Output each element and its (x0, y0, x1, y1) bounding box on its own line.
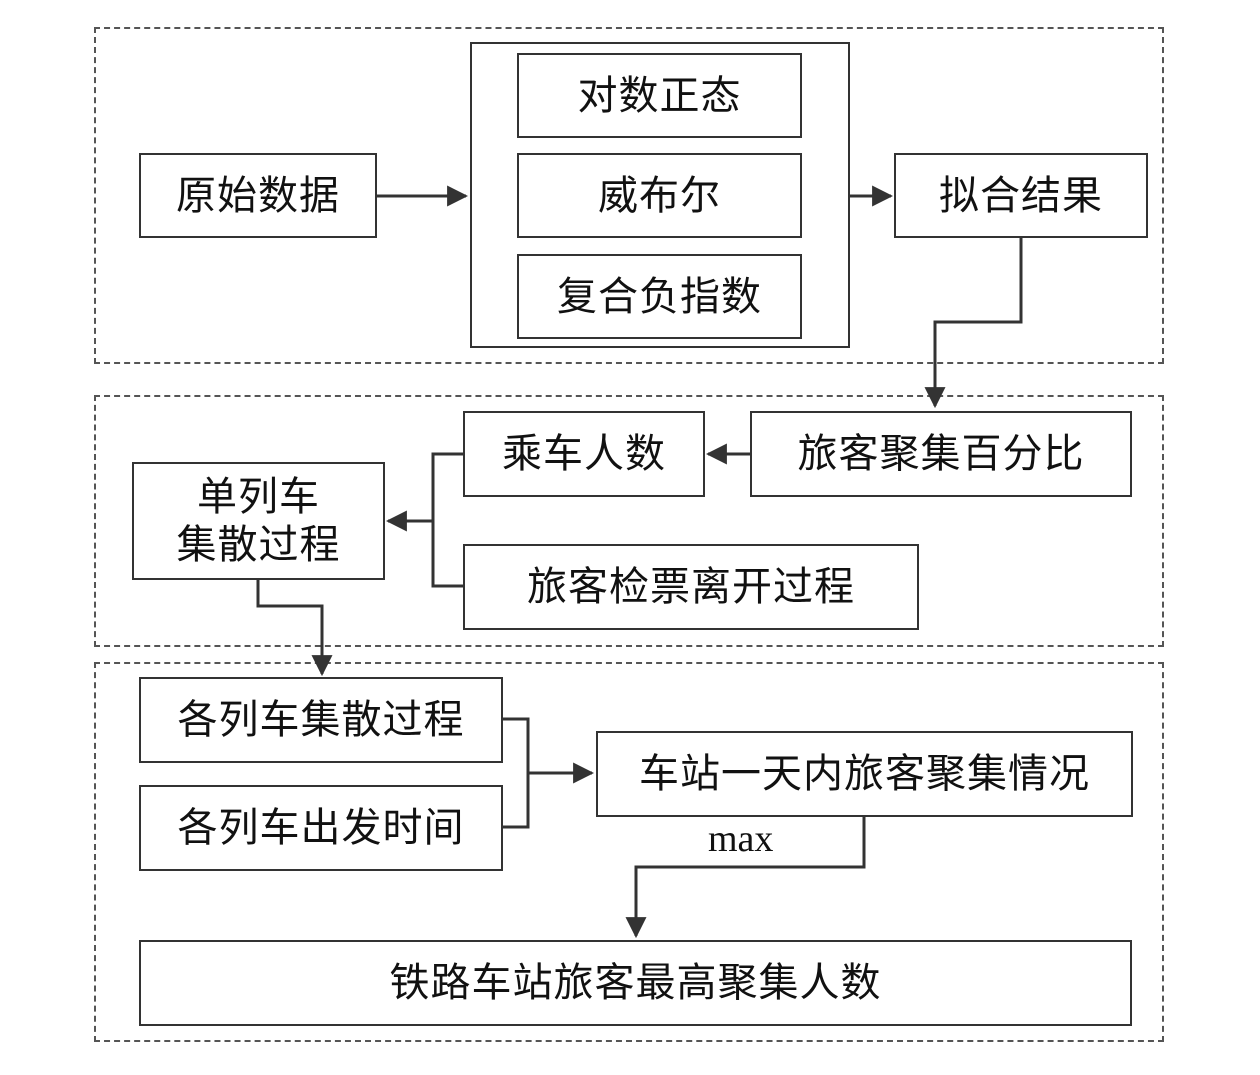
section-fitting (94, 27, 1164, 364)
source-data-box: 原始数据 (139, 153, 377, 238)
single-train-label-line2: 集散过程 (176, 522, 341, 568)
method-lognormal-box: 对数正态 (517, 53, 802, 138)
gathering-percentage-box: 旅客聚集百分比 (750, 411, 1132, 497)
arrow-result-to-percentage (924, 238, 1023, 409)
max-label: max (708, 818, 774, 860)
arrow-single-train-to-all-trains (256, 580, 333, 677)
distribution-methods-group (470, 42, 850, 348)
riders-count-box: 乘车人数 (463, 411, 705, 497)
bracket-all-trains-departures (502, 717, 530, 829)
arrow-daily-to-final (625, 816, 866, 939)
ticket-checkout-process-box: 旅客检票离开过程 (463, 544, 919, 630)
method-compound-exponential-box: 复合负指数 (517, 254, 802, 339)
single-train-label-line1: 单列车 (197, 474, 320, 520)
bracket-riders-checkout (431, 452, 463, 588)
departure-times-box: 各列车出发时间 (139, 785, 503, 871)
section-station (94, 662, 1164, 1042)
single-train-process-box: 单列车 集散过程 (132, 462, 385, 580)
daily-gathering-box: 车站一天内旅客聚集情况 (596, 731, 1133, 817)
fitting-result-box: 拟合结果 (894, 153, 1148, 238)
method-weibull-box: 威布尔 (517, 153, 802, 238)
max-gathering-result-box: 铁路车站旅客最高聚集人数 (139, 940, 1132, 1026)
section-single-train (94, 395, 1164, 647)
all-trains-process-box: 各列车集散过程 (139, 677, 503, 763)
